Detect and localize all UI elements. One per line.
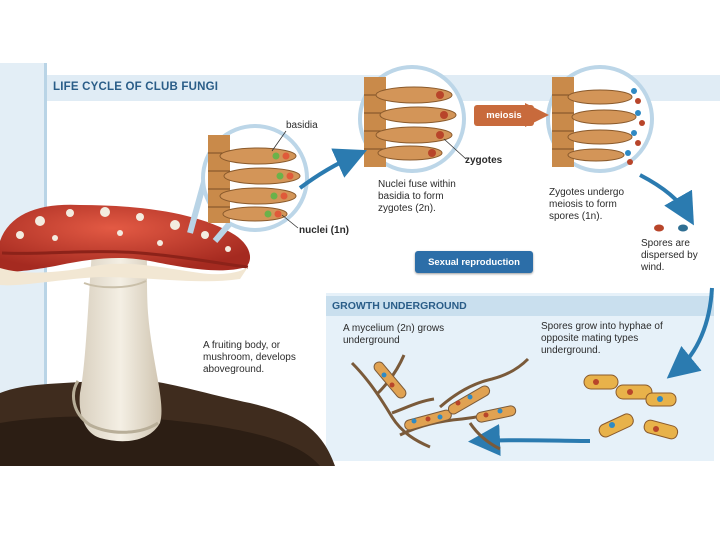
- mycelium-caption: A mycelium (2n) grows underground: [343, 323, 445, 346]
- zygotes-undergo-caption: Zygotes undergo meiosis to form spores (…: [549, 187, 625, 222]
- sexual-reproduction-label: Sexual reproduction: [415, 251, 533, 273]
- fruiting-body-caption: A fruiting body, or mushroom, develops a…: [203, 340, 296, 375]
- growth-underground-title: GROWTH UNDERGROUND: [332, 300, 467, 312]
- mushroom-stem: [72, 249, 162, 442]
- spores-grow-caption: Spores grow into hyphae of opposite mati…: [541, 321, 663, 356]
- zygotes-label: zygotes: [465, 155, 503, 166]
- hyphae: [583, 374, 679, 440]
- meiosis-label: meiosis: [474, 105, 534, 126]
- cycle-arrows: [298, 103, 714, 456]
- nuclei-fuse-caption: Nuclei fuse within basidia to form zygot…: [378, 179, 456, 214]
- spores-circle: [546, 65, 654, 173]
- mycelium: [350, 354, 530, 451]
- zygotes-circle: [358, 65, 467, 173]
- soil: [0, 378, 335, 466]
- dispersed-spores: [654, 224, 688, 232]
- growth-underground-bar: [326, 296, 714, 316]
- life-cycle-figure: LIFE CYCLE OF CLUB FUNGI GROWTH UNDERGRO…: [0, 63, 720, 466]
- spores-dispersed-caption: Spores are dispersed by wind.: [641, 238, 698, 273]
- figure-title: LIFE CYCLE OF CLUB FUNGI: [53, 81, 219, 93]
- mushroom-cap: [0, 204, 251, 286]
- basidia-label: basidia: [286, 120, 318, 131]
- basidia-circle: [201, 124, 309, 232]
- nuclei-label: nuclei (1n): [299, 225, 350, 236]
- diagram-art: [0, 65, 714, 466]
